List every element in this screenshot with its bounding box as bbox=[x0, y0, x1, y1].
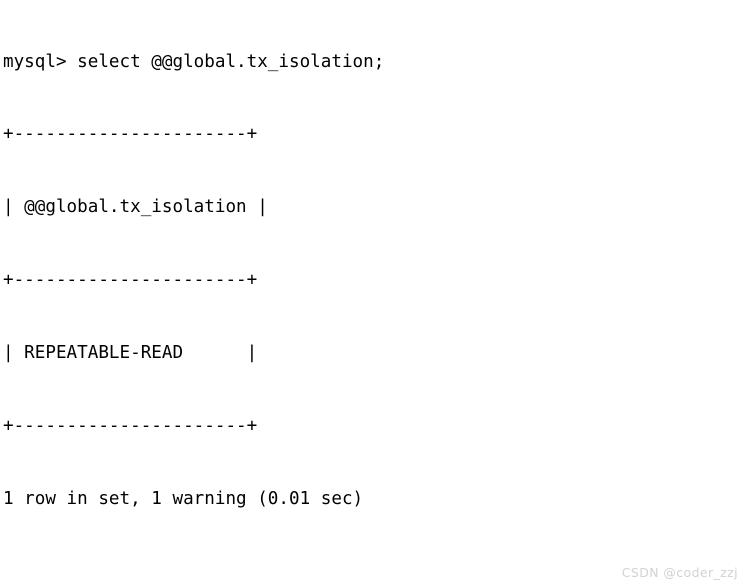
console-line: | REPEATABLE-READ | bbox=[3, 343, 258, 364]
console-line-blank bbox=[3, 560, 660, 584]
console-output[interactable]: mysql> select @@global.tx_isolation; +--… bbox=[3, 1, 660, 584]
console-line: +----------------------+ bbox=[3, 124, 258, 145]
console-line: 1 row in set, 1 warning (0.01 sec) bbox=[3, 488, 364, 509]
console-line: | @@global.tx_isolation | bbox=[3, 197, 268, 218]
console-line: +----------------------+ bbox=[3, 270, 258, 291]
console-line: +----------------------+ bbox=[3, 416, 258, 437]
console-line: mysql> select @@global.tx_isolation; bbox=[3, 51, 385, 72]
watermark: CSDN @coder_zzj bbox=[621, 565, 738, 580]
